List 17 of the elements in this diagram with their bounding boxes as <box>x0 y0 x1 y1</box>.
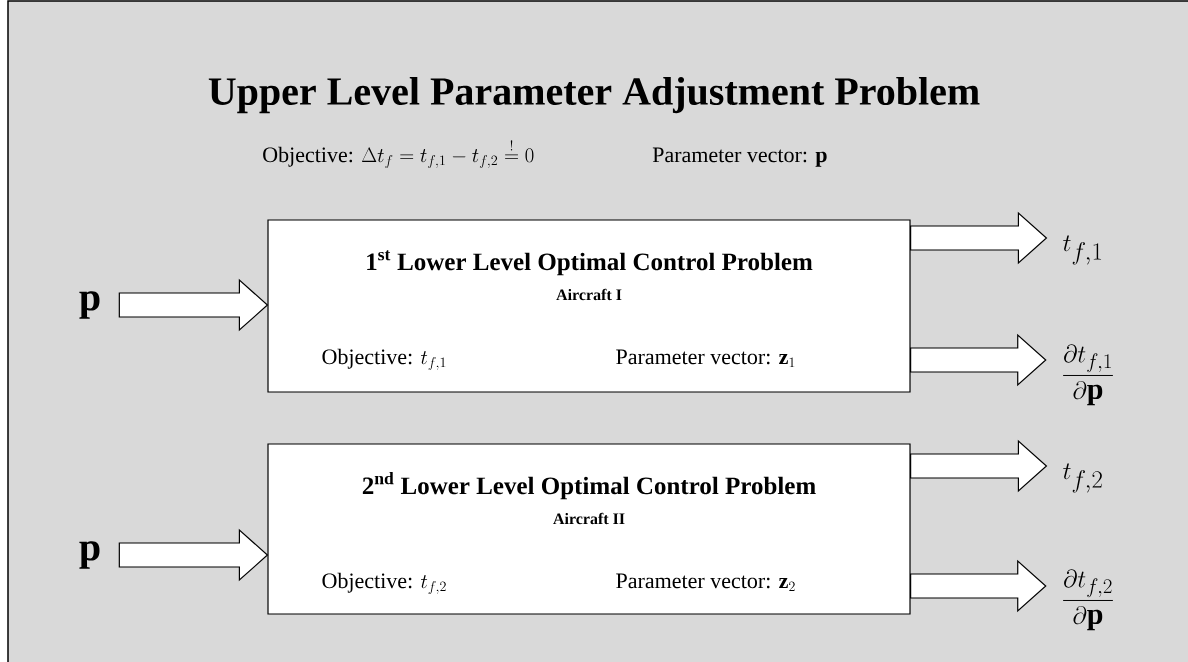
block-arrow <box>118 528 269 582</box>
block-arrow <box>910 211 1048 265</box>
process-box: $\textbf{2}^{\textbf{nd}}\textbf{ Lower Level Optimal Control Problem}$ Aircraft II $\text{Objective: }t_{f,2}$ $\text{Parameter vector: }\mathbf{z}_{2}$ <box>267 443 911 615</box>
objective-formula: $\text{Objective: }\Delta t_{f} = t_{f,1} - t_{f,2} \overset{!}{=} 0$ <box>263 140 534 169</box>
block-arrow <box>910 559 1047 613</box>
input-label: p <box>79 541 100 569</box>
fraction-formula: $\frac{\partial t_{f,1}}{\partial \mathbf{p}}$ <box>1063 344 1113 406</box>
input-label: p <box>79 291 100 319</box>
process-box: $\textbf{1}^{\textbf{st}}\textbf{ Lower Level Optimal Control Problem}$ Aircraft I $\text{Objective: }t_{f,1}$ $\text{Parameter vector: }\mathbf{z}_{1}$ <box>267 219 911 393</box>
output-formula: $t_{f,2}$ <box>1063 463 1102 493</box>
fraction-formula: $\frac{\partial t_{f,2}}{\partial \mathbf{p}}$ <box>1063 569 1113 631</box>
block-arrow <box>910 333 1047 387</box>
block-arrow <box>118 278 269 332</box>
block-arrow <box>910 439 1048 493</box>
title: Upper Level Parameter Adjustment Problem <box>208 76 980 114</box>
parameter-text: Parameter vector: p <box>652 147 827 167</box>
output-formula: $t_{f,1}$ <box>1063 235 1102 265</box>
